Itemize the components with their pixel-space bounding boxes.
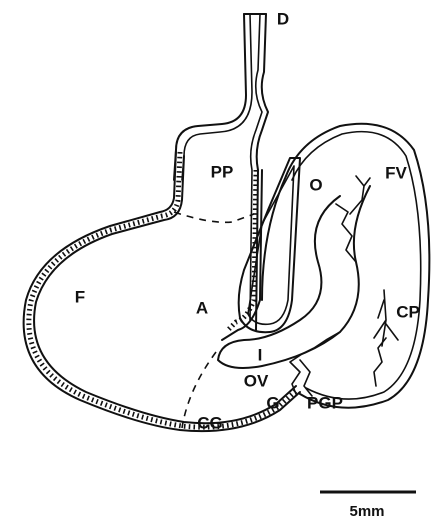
- label-g: G: [266, 393, 279, 412]
- label-a: A: [196, 298, 208, 317]
- scale-bar-label: 5mm: [349, 503, 384, 520]
- label-i: I: [258, 345, 263, 364]
- label-fv: FV: [385, 163, 407, 182]
- label-pgp: PGP: [307, 393, 343, 412]
- label-ov: OV: [244, 371, 269, 390]
- label-o: O: [309, 175, 322, 194]
- label-f: F: [75, 287, 85, 306]
- label-cp: CP: [396, 302, 420, 321]
- label-cg: CG: [197, 413, 223, 432]
- label-pp: PP: [211, 162, 234, 181]
- label-d: D: [277, 9, 289, 28]
- scale-bar: 5mm: [320, 492, 416, 520]
- inner-structure: [218, 158, 370, 368]
- internal-boundaries: [290, 176, 398, 396]
